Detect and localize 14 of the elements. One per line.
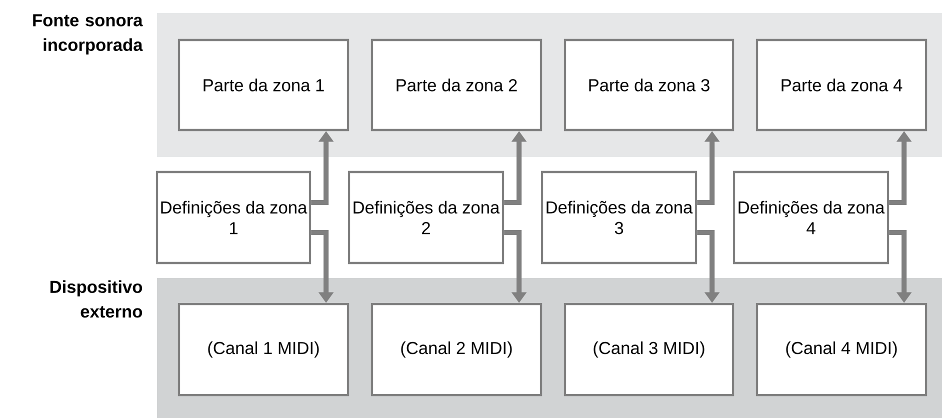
settings-box: Definições da zona 3 [540, 170, 698, 264]
part-box: (Canal 1 MIDI) [178, 302, 350, 396]
part-box: Parte da zona 1 [178, 38, 350, 132]
node-label: Fonte sonora incorporada [33, 14, 143, 54]
node-label: Dispositivo externo [50, 280, 142, 318]
part-box: Parte da zona 2 [370, 38, 542, 132]
settings-box: Definições da zona 1 [156, 170, 312, 264]
part-box: (Canal 3 MIDI) [564, 302, 734, 396]
part-box: (Canal 2 MIDI) [370, 302, 542, 396]
part-box: Parte da zona 3 [564, 38, 734, 132]
settings-box: Definições da zona 4 [732, 170, 890, 264]
part-box: (Canal 4 MIDI) [756, 302, 928, 396]
settings-box: Definições da zona 2 [348, 170, 504, 264]
part-box: Parte da zona 4 [756, 38, 928, 132]
